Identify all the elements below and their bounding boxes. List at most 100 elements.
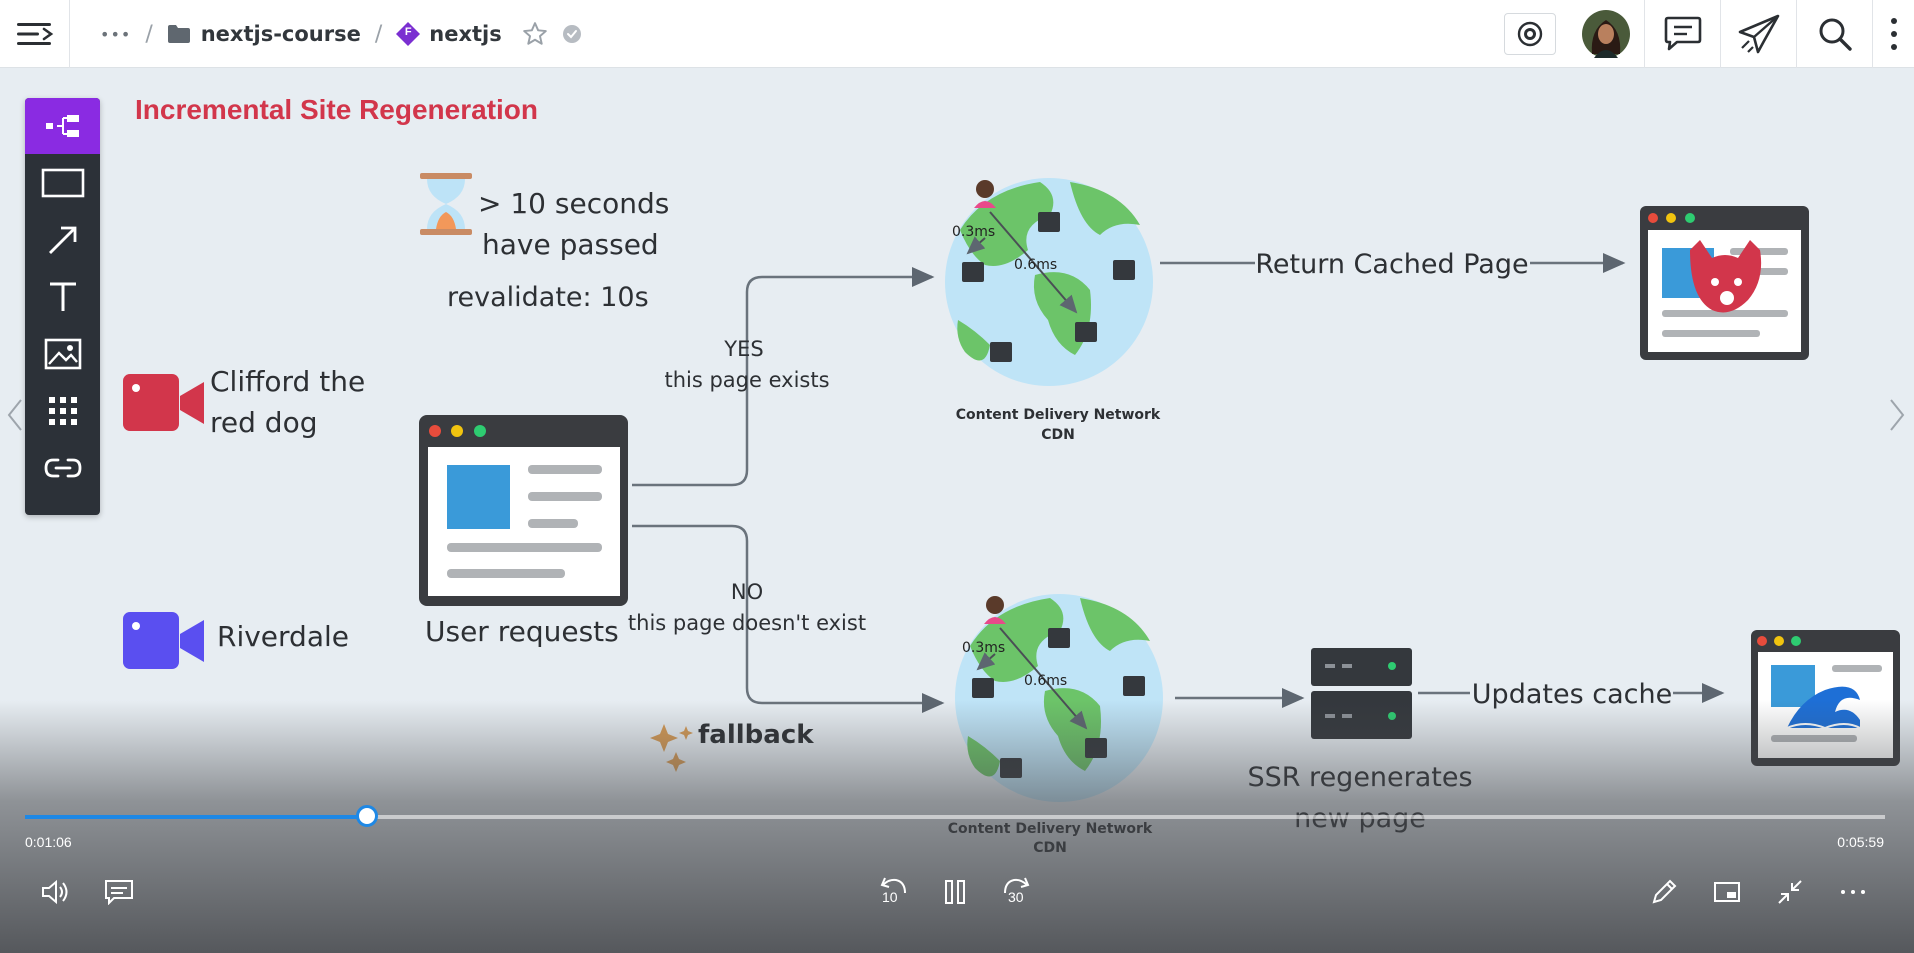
latency-label-a: 0.3ms xyxy=(952,224,995,240)
chevron-right-icon xyxy=(1890,399,1905,431)
rewind-icon xyxy=(880,877,906,894)
more-vertical-icon xyxy=(1890,18,1897,50)
share-button[interactable] xyxy=(1720,0,1796,68)
miniplayer-icon xyxy=(1714,882,1740,902)
menu-icon xyxy=(16,23,53,45)
latency-label-b: 0.6ms xyxy=(1024,673,1067,689)
hourglass-icon xyxy=(420,173,472,235)
updates-cache-label: Updates cache xyxy=(1472,679,1672,710)
image-tool-icon xyxy=(44,338,81,370)
clifford-label-line1: Clifford the xyxy=(210,365,365,398)
grid-tool-icon xyxy=(48,397,77,425)
browser-window-icon xyxy=(419,415,628,606)
forward-button[interactable]: 30 xyxy=(996,870,1040,914)
captions-button[interactable] xyxy=(97,870,141,914)
fallback-label: fallback xyxy=(698,720,814,750)
rewind-button[interactable]: 10 xyxy=(870,870,914,914)
yes-label: YES xyxy=(723,337,763,361)
folder-name: nextjs-course xyxy=(200,22,361,46)
search-button[interactable] xyxy=(1796,0,1872,68)
breadcrumb-more-button[interactable]: ••• xyxy=(100,24,132,44)
total-time: 0:05:59 xyxy=(1837,834,1884,850)
ssr-label-line1: SSR regenerates xyxy=(1247,762,1472,793)
yes-sub-label: this page exists xyxy=(664,368,829,392)
rewind-seconds: 10 xyxy=(882,889,898,905)
file-type-badge: F xyxy=(404,26,412,38)
no-sub-label: this page doesn't exist xyxy=(628,611,866,635)
exit-fullscreen-icon xyxy=(1778,880,1802,904)
more-menu-button[interactable] xyxy=(1872,0,1914,68)
arrow-tool-icon xyxy=(48,226,76,254)
image-tool-button[interactable] xyxy=(25,326,100,382)
sparkles-icon xyxy=(650,724,693,772)
previous-slide-button[interactable] xyxy=(0,395,30,435)
progress-fill xyxy=(25,815,367,819)
breadcrumb-separator: / xyxy=(374,21,383,47)
video-camera-red-icon xyxy=(123,374,204,431)
star-icon[interactable] xyxy=(522,21,548,47)
miniplayer-button[interactable] xyxy=(1705,870,1749,914)
select-tool-icon xyxy=(45,115,79,137)
presence-button[interactable] xyxy=(1492,0,1568,68)
revalidate-text: revalidate: 10s xyxy=(447,282,649,313)
breadcrumb-separator: / xyxy=(145,21,153,47)
text-tool-button[interactable] xyxy=(25,269,100,325)
more-options-button[interactable] xyxy=(1831,870,1875,914)
pause-icon xyxy=(945,880,965,904)
yes-connector xyxy=(632,267,935,487)
captions-icon xyxy=(105,880,133,905)
cdn-globe-bottom-icon: 0.3ms 0.6ms xyxy=(955,594,1163,802)
rectangle-tool-button[interactable] xyxy=(25,155,100,211)
user-requests-label: User requests xyxy=(425,615,619,648)
latency-label-b: 0.6ms xyxy=(1014,257,1057,273)
breadcrumb-file[interactable]: F nextjs xyxy=(396,22,502,46)
arrow-tool-button[interactable] xyxy=(25,212,100,268)
top-bar-actions xyxy=(1492,0,1914,68)
link-tool-icon xyxy=(44,458,81,478)
comments-icon xyxy=(1664,16,1701,51)
exit-fullscreen-button[interactable] xyxy=(1768,870,1812,914)
menu-button[interactable] xyxy=(0,0,70,68)
forward-icon xyxy=(1004,877,1030,894)
volume-icon xyxy=(42,879,68,905)
cdn-label-bottom-line1: Content Delivery Network xyxy=(948,821,1153,837)
clifford-label-line2: red dog xyxy=(210,406,317,439)
diagram-title: Incremental Site Regeneration xyxy=(135,94,539,125)
progress-track[interactable] xyxy=(25,815,1885,819)
forward-seconds: 30 xyxy=(1008,889,1024,905)
comments-button[interactable] xyxy=(1644,0,1720,68)
link-tool-button[interactable] xyxy=(25,440,100,496)
cached-page-dog-icon xyxy=(1640,206,1809,360)
progress-thumb[interactable] xyxy=(356,805,378,827)
top-bar: ••• / nextjs-course / F nextjs xyxy=(0,0,1914,68)
grid-tool-button[interactable] xyxy=(25,383,100,439)
volume-button[interactable] xyxy=(34,870,78,914)
return-cached-label: Return Cached Page xyxy=(1255,249,1528,280)
updated-page-wave-icon xyxy=(1751,630,1900,766)
no-label: NO xyxy=(731,580,763,604)
file-type-icon: F xyxy=(396,22,421,46)
drawing-toolbar xyxy=(25,98,100,515)
avatar[interactable] xyxy=(1568,0,1644,68)
search-icon xyxy=(1819,18,1852,51)
pause-button[interactable] xyxy=(933,870,977,914)
current-time: 0:01:06 xyxy=(25,834,72,850)
riverdale-label: Riverdale xyxy=(217,620,349,653)
next-slide-button[interactable] xyxy=(1882,395,1912,435)
select-tool-button[interactable] xyxy=(25,98,100,154)
breadcrumb-folder[interactable]: nextjs-course xyxy=(167,22,361,46)
timer-text-line1: > 10 seconds xyxy=(478,187,669,220)
cdn-label-top-line2: CDN xyxy=(1041,427,1075,443)
rectangle-tool-icon xyxy=(41,168,84,198)
pen-icon xyxy=(1652,879,1677,904)
cdn-label-top-line1: Content Delivery Network xyxy=(956,407,1161,423)
breadcrumb: ••• / nextjs-course / F nextjs xyxy=(100,0,582,68)
annotate-button[interactable] xyxy=(1642,870,1686,914)
share-icon xyxy=(1738,14,1779,54)
folder-icon xyxy=(167,25,190,43)
verified-icon xyxy=(562,25,581,43)
cdn-globe-top-icon: 0.3ms 0.6ms xyxy=(945,178,1153,386)
cdn-label-bottom-line2: CDN xyxy=(1033,840,1067,856)
more-horizontal-icon xyxy=(1841,890,1865,894)
